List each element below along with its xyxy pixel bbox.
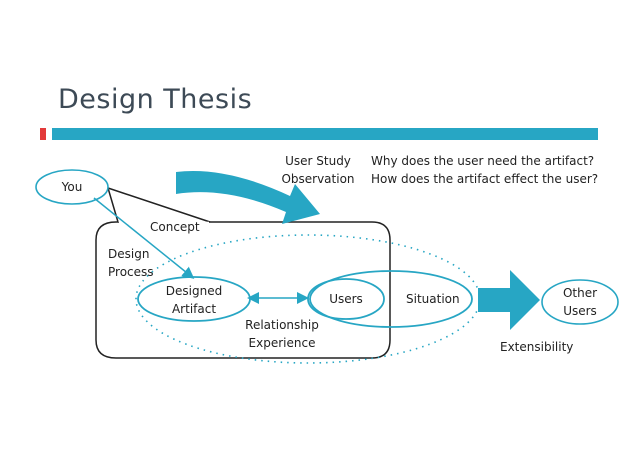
extensibility-block-arrow [478,270,540,330]
situation-ellipse [309,270,473,328]
extensibility-label: Extensibility [500,340,574,354]
situation-label: Situation [406,292,460,306]
design-process-label: Design Process [108,245,154,281]
research-questions: Why does the user need the artifact? How… [371,152,598,188]
concept-label: Concept [150,220,200,234]
question-why: Why does the user need the artifact? [371,154,595,168]
slide-title: Design Thesis [58,84,253,115]
concept-bubble-tail [107,187,211,223]
user-study-line: User Study [285,154,351,168]
experience-line: Experience [248,336,316,350]
users-label: Users [329,292,363,306]
designed-artifact-label: Designed Artifact [158,282,230,318]
question-how: How does the artifact effect the user? [371,172,599,186]
you-ellipse [35,169,109,205]
title-accent-blue-bar [52,128,598,140]
other-users-ellipse [541,279,619,325]
designed-artifact-line-2: Artifact [171,302,217,316]
other-users-label: Other Users [550,284,610,320]
observation-line: Observation [281,172,355,186]
you-label: You [61,180,83,194]
you-to-artifact-arrow [93,197,195,279]
other-users-line-1: Other [562,286,598,300]
design-process-line-2: Process [108,265,154,279]
observation-curved-arrow [176,171,320,224]
designed-artifact-line-1: Designed [165,284,223,298]
relationship-line: Relationship [245,318,319,332]
relationship-experience-label: Relationship Experience [240,316,324,352]
design-process-line-1: Design [108,247,150,261]
title-accent-red-bar [40,128,46,140]
other-users-line-2: Users [563,304,597,318]
user-study-observation-label: User Study Observation [276,152,360,188]
